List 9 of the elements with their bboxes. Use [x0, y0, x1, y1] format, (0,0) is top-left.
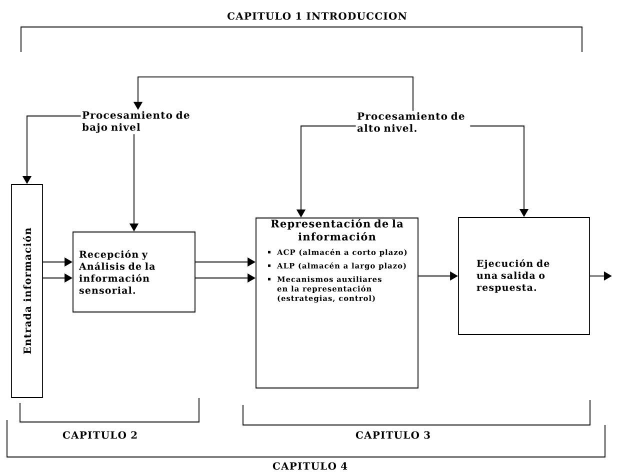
chapter-label: CAPITULO 4 — [272, 462, 348, 470]
process-box: Ejecución de una salida o respuesta. — [458, 217, 590, 335]
process-box: Recepción y Análisis de la información sensorial. — [72, 232, 196, 312]
label-text: Procesamiento de bajo nivel — [82, 111, 190, 133]
input-box: Entrada información — [11, 184, 43, 398]
label-text: Procesamiento de alto nivel. — [357, 112, 464, 132]
chapter-label: CAPITULO 3 — [356, 431, 430, 439]
chapter-label: CAPITULO 2 — [62, 431, 137, 439]
chapter-label: CAPITULO 1 INTRODUCCION — [228, 12, 407, 20]
